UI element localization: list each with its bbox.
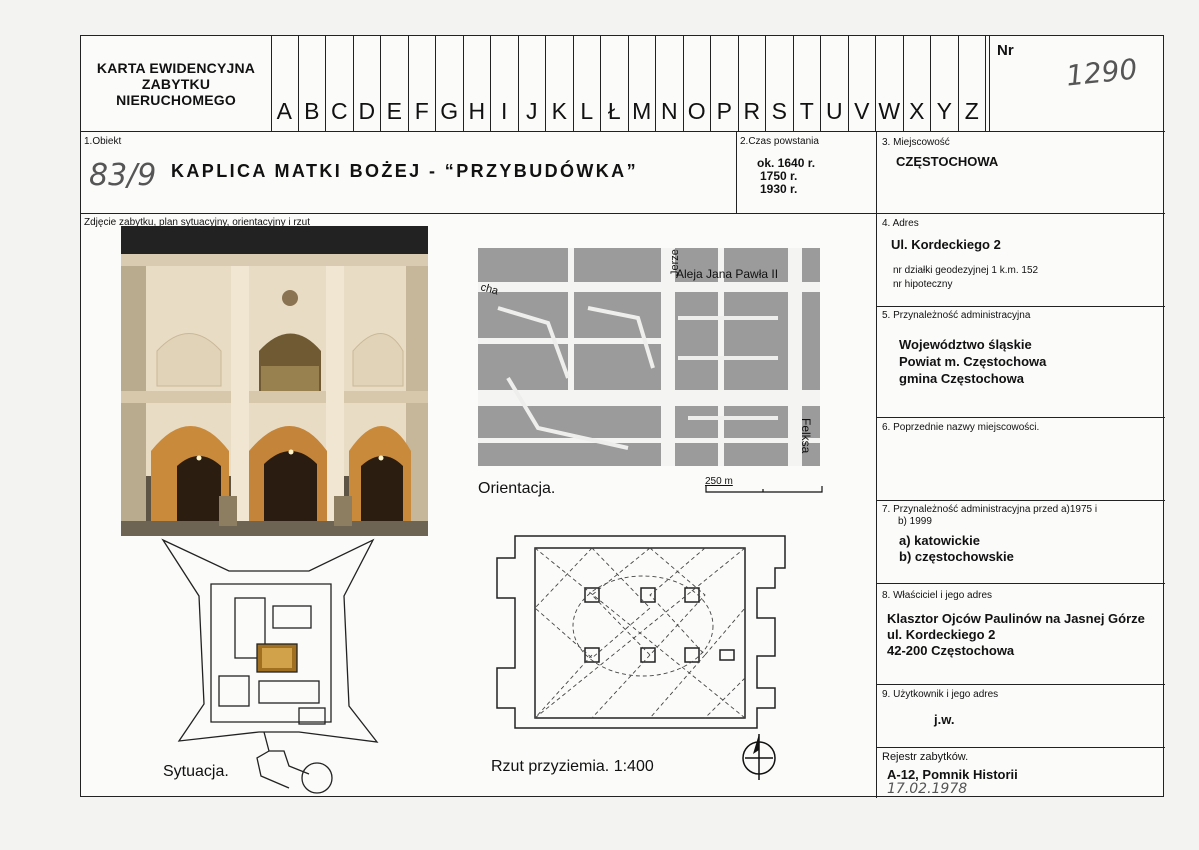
object-label: 1.Obiekt <box>84 136 122 147</box>
locality-value: CZĘSTOCHOWA <box>896 154 999 169</box>
register-date: 17.02.1978 <box>887 781 968 797</box>
object-number: 83/9 <box>89 158 157 193</box>
owner-line: 42-200 Częstochowa <box>887 643 1015 658</box>
index-letter: N <box>656 36 684 131</box>
index-letter: M <box>629 36 656 131</box>
index-letter: Ł <box>601 36 629 131</box>
map-street-label: Felksa <box>799 418 813 454</box>
owner-values: Klasztor Ojców Paulinów na Jasnej Górze … <box>887 611 1145 659</box>
floor-plan-caption: Rzut przyziemia. 1:400 <box>491 758 654 775</box>
photo-section-label: Zdjęcie zabytku, plan sytuacyjny, orient… <box>84 217 311 228</box>
object-name: KAPLICA MATKI BOŻEJ - “PRZYBUDÓWKA” <box>171 161 638 181</box>
title-line: NIERUCHOMEGO <box>116 91 236 108</box>
owner-label: 8. Właściciel i jego adres <box>882 590 993 601</box>
index-letter: Z <box>959 36 986 131</box>
admin-line: gmina Częstochowa <box>899 371 1024 386</box>
index-letter: P <box>711 36 739 131</box>
floor-plan <box>496 535 786 729</box>
index-letter: A <box>271 36 299 131</box>
parcel-number: nr działki geodezyjnej 1 k.m. 152 <box>893 265 1039 276</box>
admin-line: Województwo śląskie <box>899 337 1032 352</box>
index-letter: R <box>739 36 766 131</box>
address-value: Ul. Kordeckiego 2 <box>891 237 1001 252</box>
prior-admin-label-line: b) 1999 <box>898 516 932 527</box>
record-card: KARTA EWIDENCYJNA ZABYTKU NIERUCHOMEGO A… <box>80 35 1165 798</box>
index-letter: D <box>354 36 381 131</box>
situation-plan <box>161 538 379 794</box>
creation-date: ok. 1640 r. <box>757 156 816 170</box>
index-letter: S <box>766 36 794 131</box>
map-street-label: Aleja Jana Pawła II <box>676 267 778 281</box>
register-label: Rejestr zabytków. <box>882 751 969 763</box>
nr-value: 1290 <box>1064 52 1139 93</box>
title-line: ZABYTKU <box>141 75 211 92</box>
index-letter: V <box>849 36 876 131</box>
orientation-map: Aleja Jana Pawła II Jerze Felksa cha <box>478 248 820 466</box>
prior-admin-label: 7. Przynależność administracyjna przed a… <box>882 504 1097 528</box>
situation-caption: Sytuacja. <box>163 763 229 780</box>
nr-label: Nr <box>997 42 1014 59</box>
prior-admin-line: b) częstochowskie <box>899 549 1014 564</box>
monument-photo <box>121 226 428 536</box>
creation-date: 1750 r. <box>760 169 798 183</box>
admin-values: Województwo śląskie Powiat m. Częstochow… <box>899 336 1046 387</box>
admin-line: Powiat m. Częstochowa <box>899 354 1047 369</box>
orientation-caption: Orientacja. <box>478 480 556 497</box>
locality-label: 3. Miejscowość <box>882 137 950 148</box>
index-letter: K <box>546 36 574 131</box>
index-letter: L <box>574 36 601 131</box>
index-letter: I <box>491 36 519 131</box>
prior-admin-line: a) katowickie <box>899 533 980 548</box>
creation-date: 1930 r. <box>760 182 798 196</box>
card-title: KARTA EWIDENCYJNA ZABYTKU NIERUCHOMEGO <box>81 36 272 131</box>
owner-line: Klasztor Ojców Paulinów na Jasnej Górze <box>887 611 1145 626</box>
map-street-label: cha <box>479 281 500 297</box>
address-label: 4. Adres <box>882 218 919 229</box>
prior-admin-values: a) katowickie b) częstochowskie <box>899 533 1014 565</box>
index-letter: J <box>519 36 546 131</box>
index-letter: E <box>381 36 409 131</box>
index-letter: X <box>904 36 931 131</box>
prior-admin-label-line: 7. Przynależność administracyjna przed a… <box>882 504 1098 515</box>
admin-label: 5. Przynależność administracyjna <box>882 310 1031 321</box>
map-street-label: Jerze <box>669 249 681 276</box>
index-letter: U <box>821 36 849 131</box>
index-letter: G <box>436 36 464 131</box>
title-line: KARTA EWIDENCYJNA <box>96 59 256 76</box>
creation-time-label: 2.Czas powstania <box>740 136 819 147</box>
previous-names-label: 6. Poprzednie nazwy miejscowości. <box>882 422 1040 433</box>
creation-dates: ok. 1640 r. 1750 r. 1930 r. <box>757 157 815 196</box>
map-scale-bar <box>705 486 823 493</box>
register-value: A-12, Pomnik Historii <box>887 767 1018 782</box>
user-label: 9. Użytkownik i jego adres <box>882 689 999 700</box>
index-letter: H <box>464 36 491 131</box>
index-letter: T <box>794 36 821 131</box>
north-arrow-icon <box>742 734 776 780</box>
mortgage-number: nr hipoteczny <box>893 279 953 290</box>
index-letter: B <box>299 36 326 131</box>
index-letter: C <box>326 36 354 131</box>
index-letter: Y <box>931 36 959 131</box>
index-letter: O <box>684 36 711 131</box>
owner-line: ul. Kordeckiego 2 <box>887 627 996 642</box>
index-letter: F <box>409 36 436 131</box>
index-letter: W <box>876 36 904 131</box>
map-scale-label: 250 m <box>705 476 733 487</box>
user-value: j.w. <box>934 712 955 727</box>
